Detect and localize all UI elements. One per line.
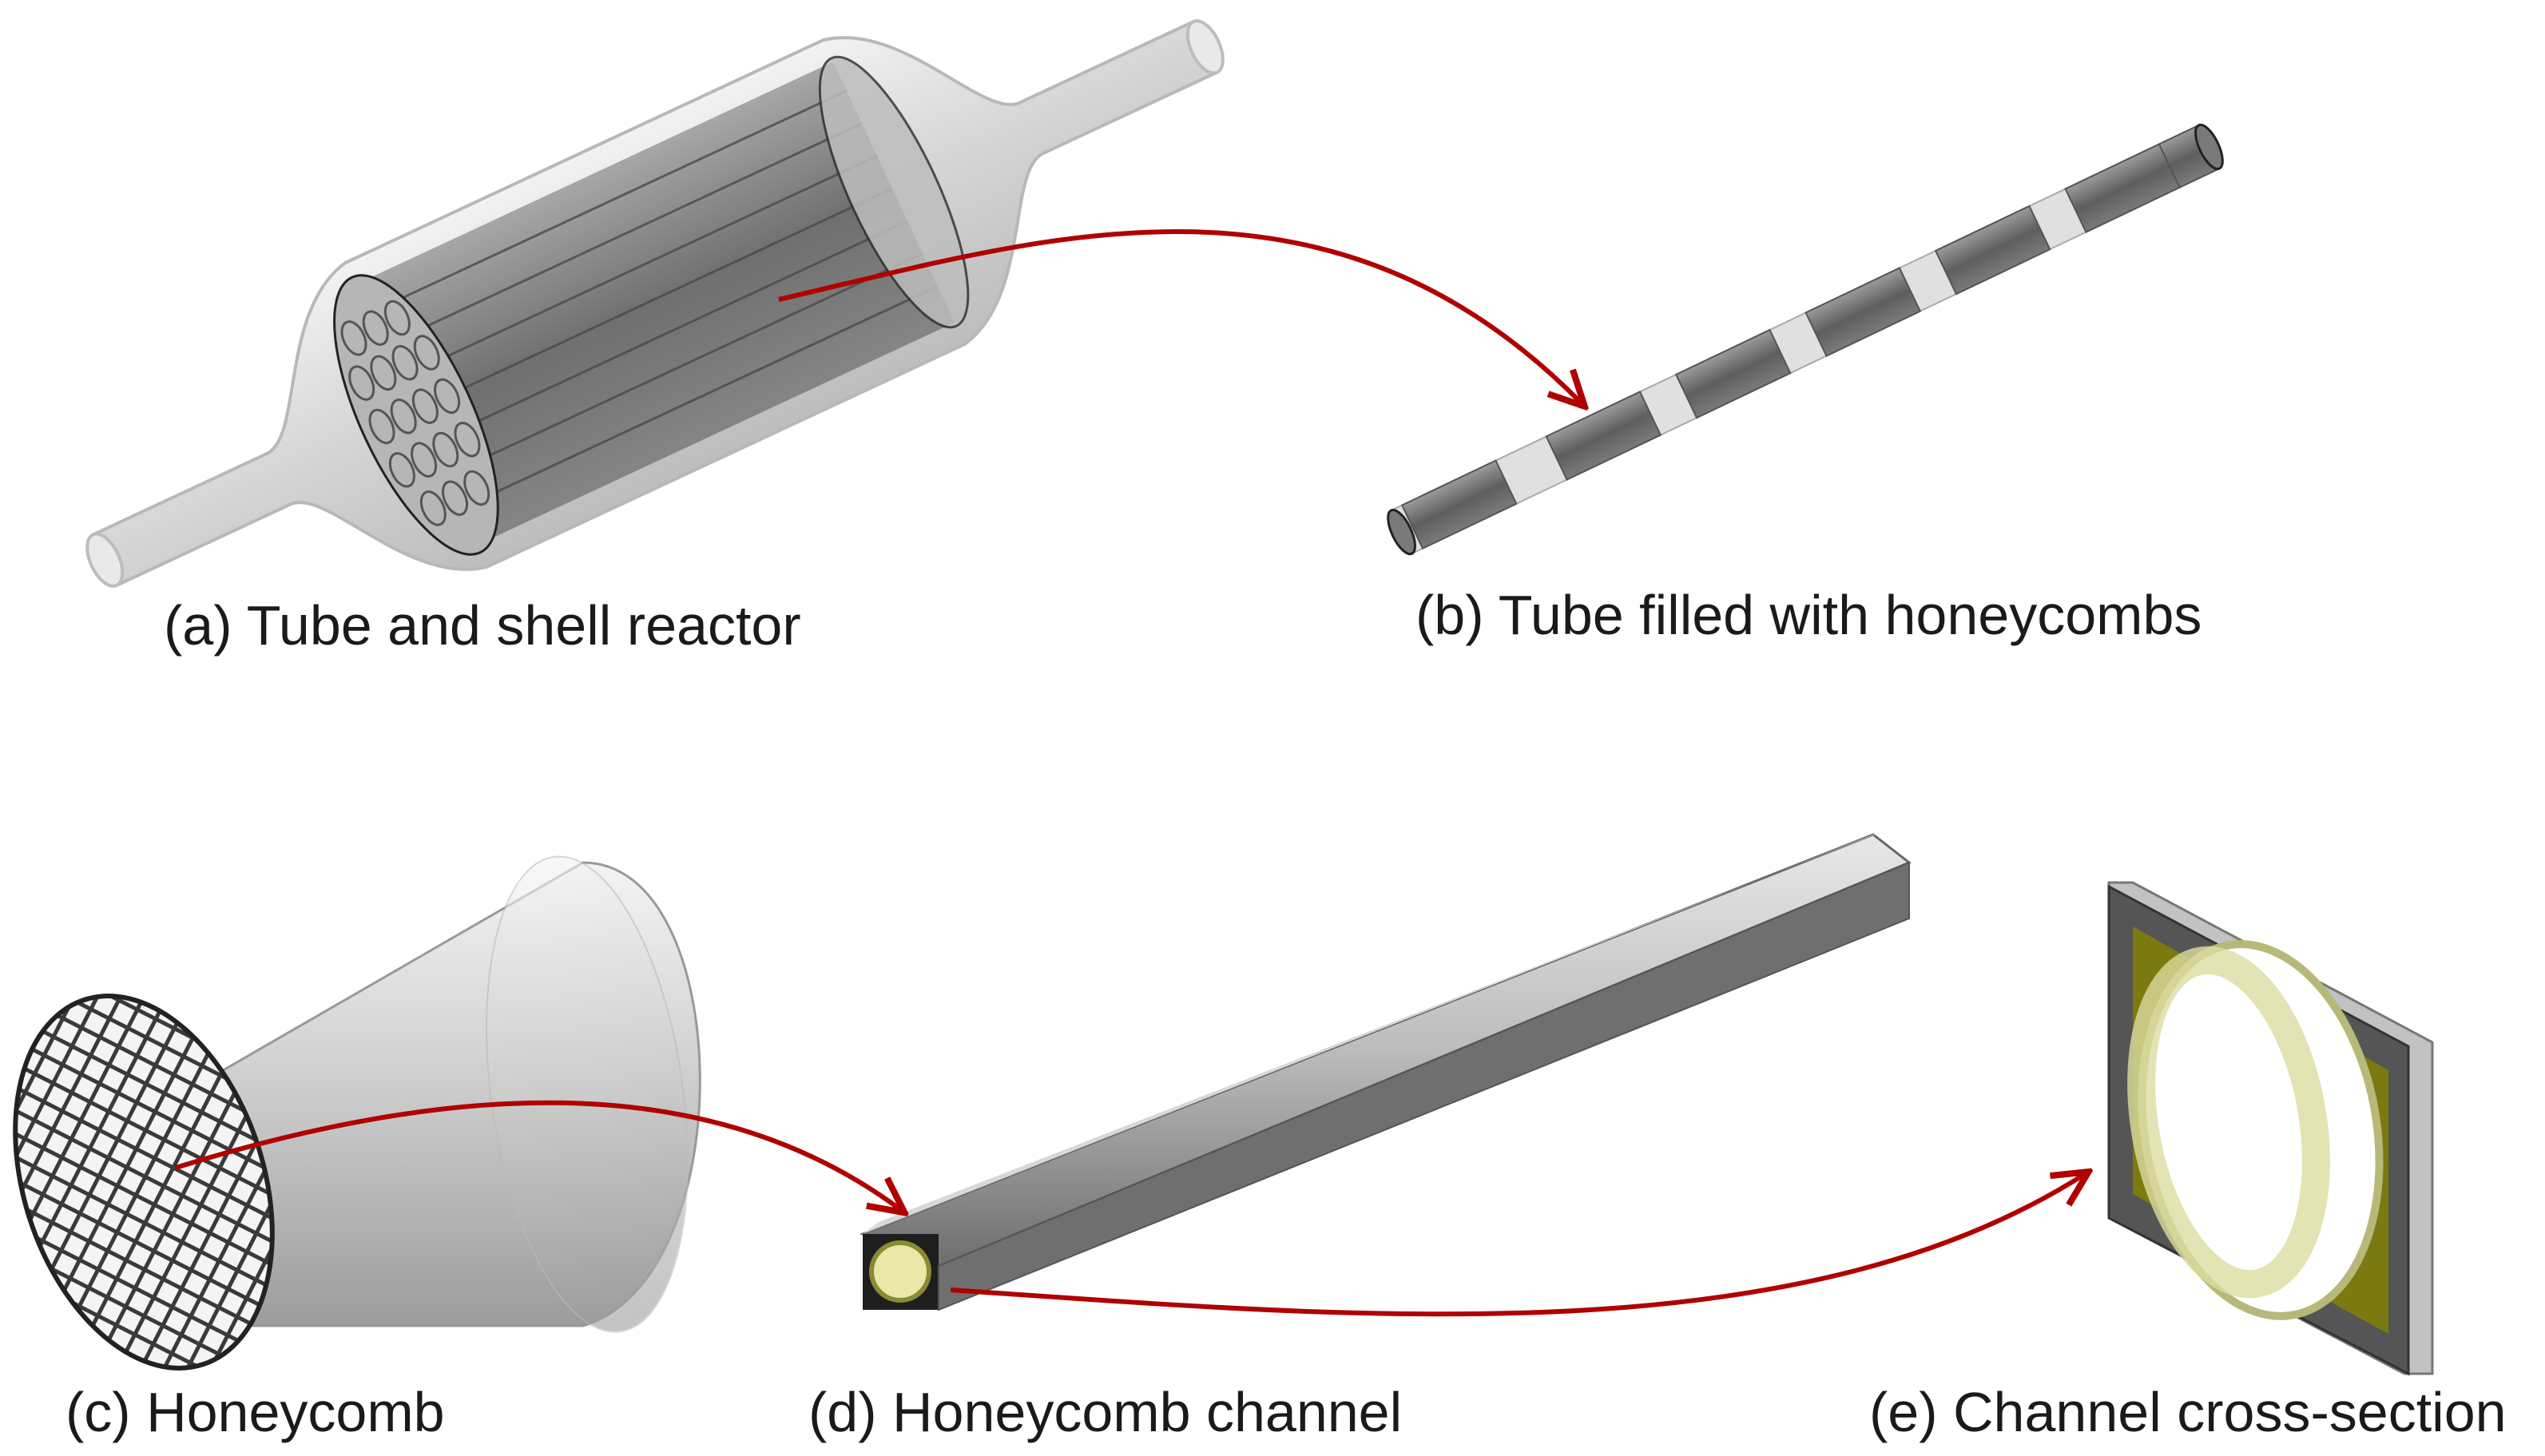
caption-tube-and-shell-reactor: (a) Tube and shell reactor xyxy=(164,594,801,657)
arrow-d-to-e xyxy=(950,1174,2085,1317)
honeycomb-segment xyxy=(2064,143,2182,233)
honeycomb-segment xyxy=(1545,391,1662,481)
shell-reactor xyxy=(85,19,1225,588)
honeycomb-segment xyxy=(1934,204,2051,296)
honeycomb-segment xyxy=(1805,267,1922,357)
caption-tube-filled-with-honeycombs: (b) Tube filled with honeycombs xyxy=(1415,584,2202,646)
honeycomb-segment xyxy=(1674,328,1792,419)
caption-honeycomb: (c) Honeycomb xyxy=(66,1381,445,1443)
caption-channel-cross-section: (e) Channel cross-section xyxy=(1869,1381,2507,1443)
channel-cross-section xyxy=(2107,881,2434,1376)
honeycomb-channel xyxy=(860,831,1912,1311)
channel-bore xyxy=(869,1240,931,1303)
arrow-c-to-d xyxy=(175,1100,901,1210)
honeycomb-segment xyxy=(1400,459,1518,550)
arrow-a-to-b xyxy=(778,229,1582,403)
caption-honeycomb-channel: (d) Honeycomb channel xyxy=(808,1381,1403,1443)
tube-with-honeycombs xyxy=(1387,123,2224,556)
honeycomb-face xyxy=(13,994,275,1371)
honeycomb-cylinder xyxy=(13,855,701,1371)
